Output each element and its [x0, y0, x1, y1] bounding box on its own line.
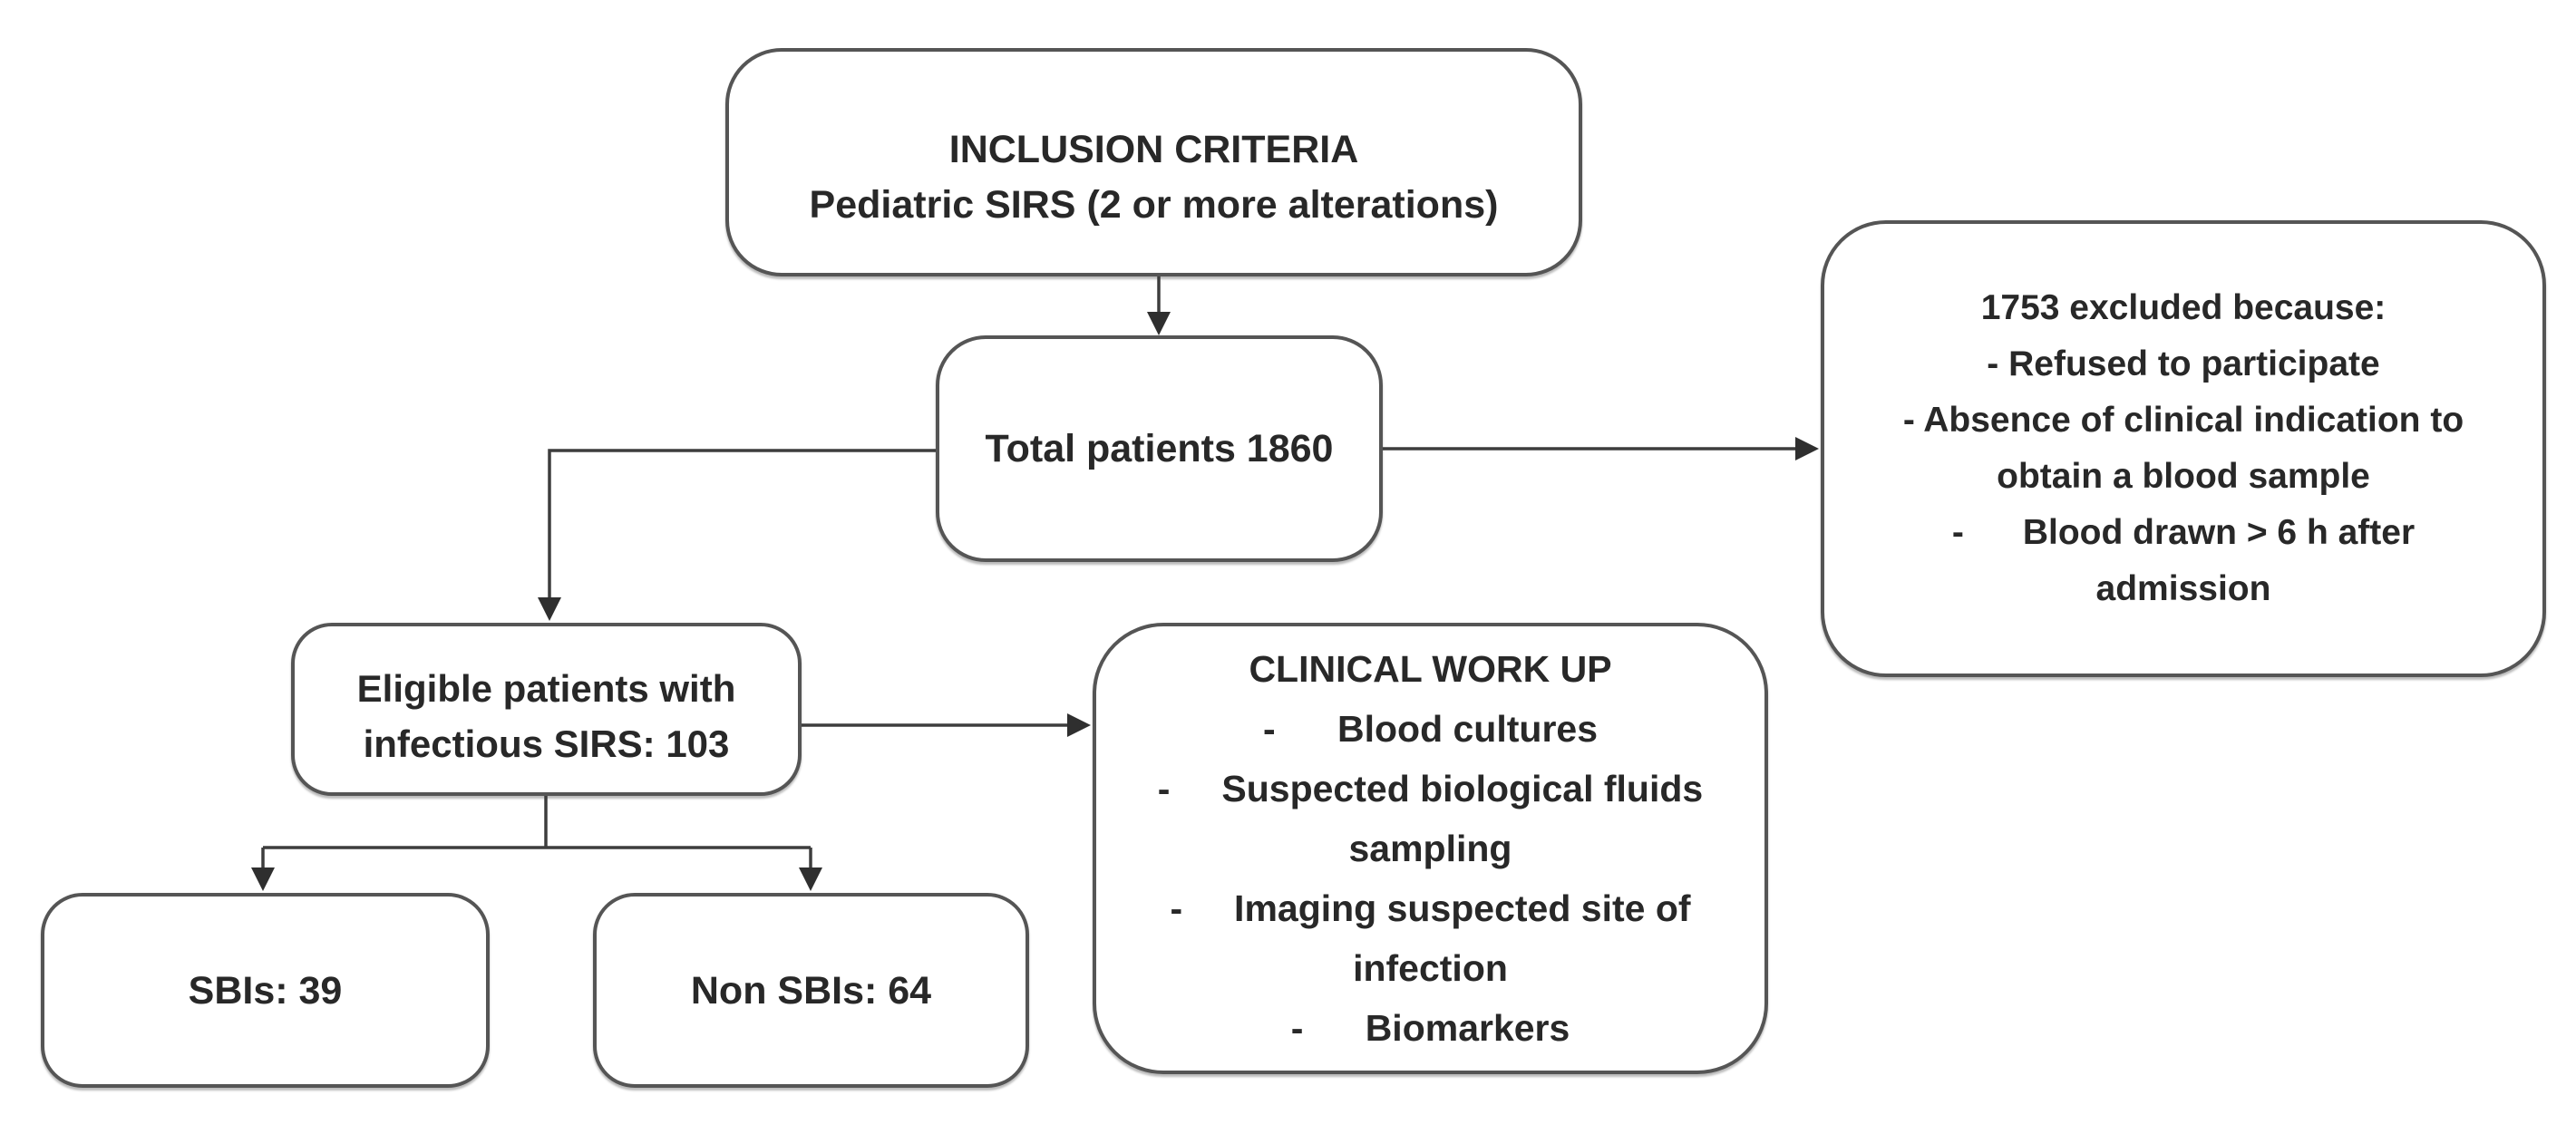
arrowhead-into-sbis — [251, 867, 275, 891]
excluded-line: - Refused to participate — [1987, 344, 2380, 383]
inclusion-criteria-box: INCLUSION CRITERIA Pediatric SIRS (2 or … — [725, 48, 1582, 276]
arrowhead-into-eligible — [538, 597, 561, 621]
excluded-line: - Absence of clinical indication to — [1902, 401, 2464, 440]
workup-item: sampling — [1348, 828, 1512, 869]
workup-item: - Biomarkers — [1290, 1007, 1570, 1049]
eligible-line: infectious SIRS: 103 — [363, 722, 730, 765]
workup-item: - Imaging suspected site of — [1170, 887, 1691, 929]
eligible-line: Eligible patients with — [356, 666, 736, 710]
arrowhead-into-workup — [1067, 713, 1091, 737]
arrowhead-into-nonsbis — [799, 867, 822, 891]
clinical-workup-box: CLINICAL WORK UP - Blood cultures - Susp… — [1093, 623, 1768, 1074]
workup-item: - Blood cultures — [1262, 708, 1599, 750]
sbis-label: SBIs: 39 — [188, 968, 343, 1013]
arrowhead-into-total — [1147, 312, 1171, 335]
sbis-box: SBIs: 39 — [41, 893, 490, 1088]
arrowhead-into-excluded — [1795, 437, 1819, 460]
connector-total-to-eligible — [548, 449, 936, 603]
eligible-patients-box: Eligible patients with infectious SIRS: … — [291, 623, 802, 796]
excluded-box: 1753 excluded because: - Refused to part… — [1821, 220, 2546, 677]
excluded-line: 1753 excluded because: — [1980, 288, 2386, 327]
excluded-line: admission — [2095, 569, 2271, 608]
non-sbis-box: Non SBIs: 64 — [593, 893, 1029, 1088]
total-patients-label: Total patients 1860 — [985, 427, 1334, 470]
inclusion-subtitle: Pediatric SIRS (2 or more alterations) — [809, 183, 1499, 227]
inclusion-title: INCLUSION CRITERIA — [948, 128, 1359, 171]
excluded-line: - Blood drawn > 6 h after — [1951, 513, 2416, 552]
workup-item: infection — [1353, 947, 1508, 989]
excluded-line: obtain a blood sample — [1997, 457, 2370, 496]
total-patients-box: Total patients 1860 — [936, 335, 1383, 562]
workup-title: CLINICAL WORK UP — [1249, 648, 1612, 690]
workup-item: - Suspected biological fluids — [1157, 768, 1704, 809]
non-sbis-label: Non SBIs: 64 — [690, 968, 932, 1013]
